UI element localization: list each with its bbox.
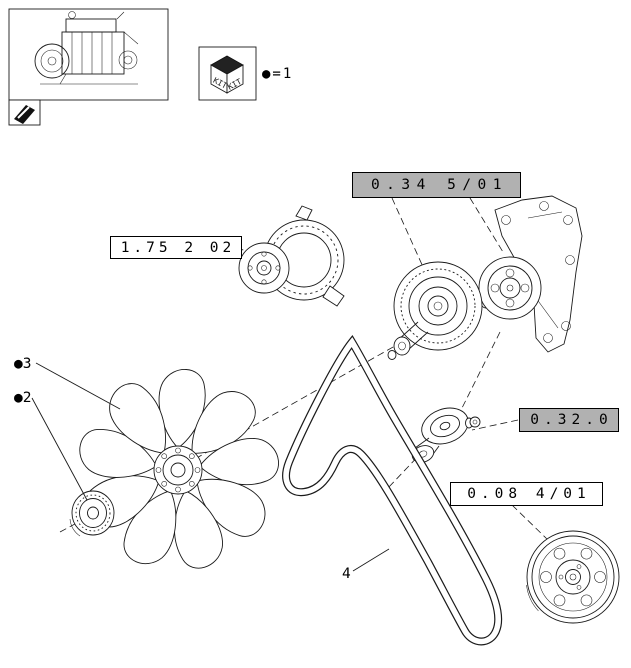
alternator-drawing bbox=[238, 205, 345, 307]
fan-drive-pulley-drawing bbox=[387, 261, 483, 360]
callout-item-2[interactable]: ●2 bbox=[14, 390, 32, 406]
chapter-flag-icon bbox=[8, 99, 41, 126]
fan-drawing bbox=[79, 369, 279, 569]
ref-box-fan-drive[interactable]: 0.34 5/01 bbox=[352, 172, 521, 198]
crank-pulley-drawing bbox=[526, 530, 620, 624]
kit-legend: ●=1 bbox=[262, 66, 294, 82]
ref-box-crank-pulley[interactable]: 0.08 4/01 bbox=[450, 482, 603, 506]
engine-thumbnail[interactable] bbox=[8, 8, 169, 101]
belt-drawing bbox=[282, 335, 503, 646]
kit-icon: KIT KIT bbox=[198, 46, 257, 101]
ref-box-tensioner[interactable]: 0.32.0 bbox=[519, 408, 619, 432]
pulley-drawing bbox=[69, 490, 115, 537]
callout-item-4[interactable]: 4 bbox=[342, 566, 351, 582]
callout-item-3[interactable]: ●3 bbox=[14, 356, 32, 372]
callout-lines bbox=[31, 362, 390, 572]
ref-box-alternator[interactable]: 1.75 2 02 bbox=[110, 236, 242, 259]
water-pump-drawing bbox=[478, 195, 583, 353]
